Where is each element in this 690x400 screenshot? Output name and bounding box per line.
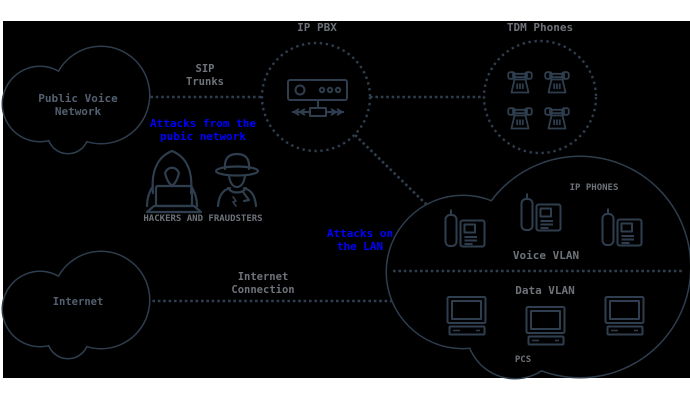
hooded-hacker-icon (145, 149, 203, 214)
data-vlan-label: Data VLAN (515, 284, 575, 297)
public-voice-network-label: Public Voice Network (38, 92, 118, 118)
internet-cloud (1, 250, 151, 360)
sip-trunks-label: SIP Trunks (186, 63, 224, 88)
pbx-lan-link-line (354, 134, 428, 206)
fedora-fraudster-icon (214, 152, 260, 208)
tdm-phones-circle (482, 39, 598, 155)
internet-label: Internet (52, 296, 104, 308)
ip-phones-label: IP PHONES (569, 183, 619, 193)
attack-public-network-label: Attacks from the pubic network (150, 117, 256, 143)
attack-lan-label: Attacks on the LAN (326, 227, 394, 253)
pbx-device-icon (287, 79, 348, 117)
public-voice-network-cloud (1, 45, 151, 155)
tdm-phones-label: TDM Phones (506, 21, 574, 34)
pcs-label: PCS (514, 355, 532, 365)
ip-pbx-label: IP PBX (297, 21, 337, 34)
lan-cloud (385, 155, 690, 380)
hackers-fraudsters-label: HACKERS AND FRAUDSTERS (143, 214, 263, 224)
voice-vlan-label: Voice VLAN (512, 249, 580, 262)
internet-connection-label: Internet Connection (231, 271, 295, 296)
ip-pbx-circle (260, 41, 372, 153)
